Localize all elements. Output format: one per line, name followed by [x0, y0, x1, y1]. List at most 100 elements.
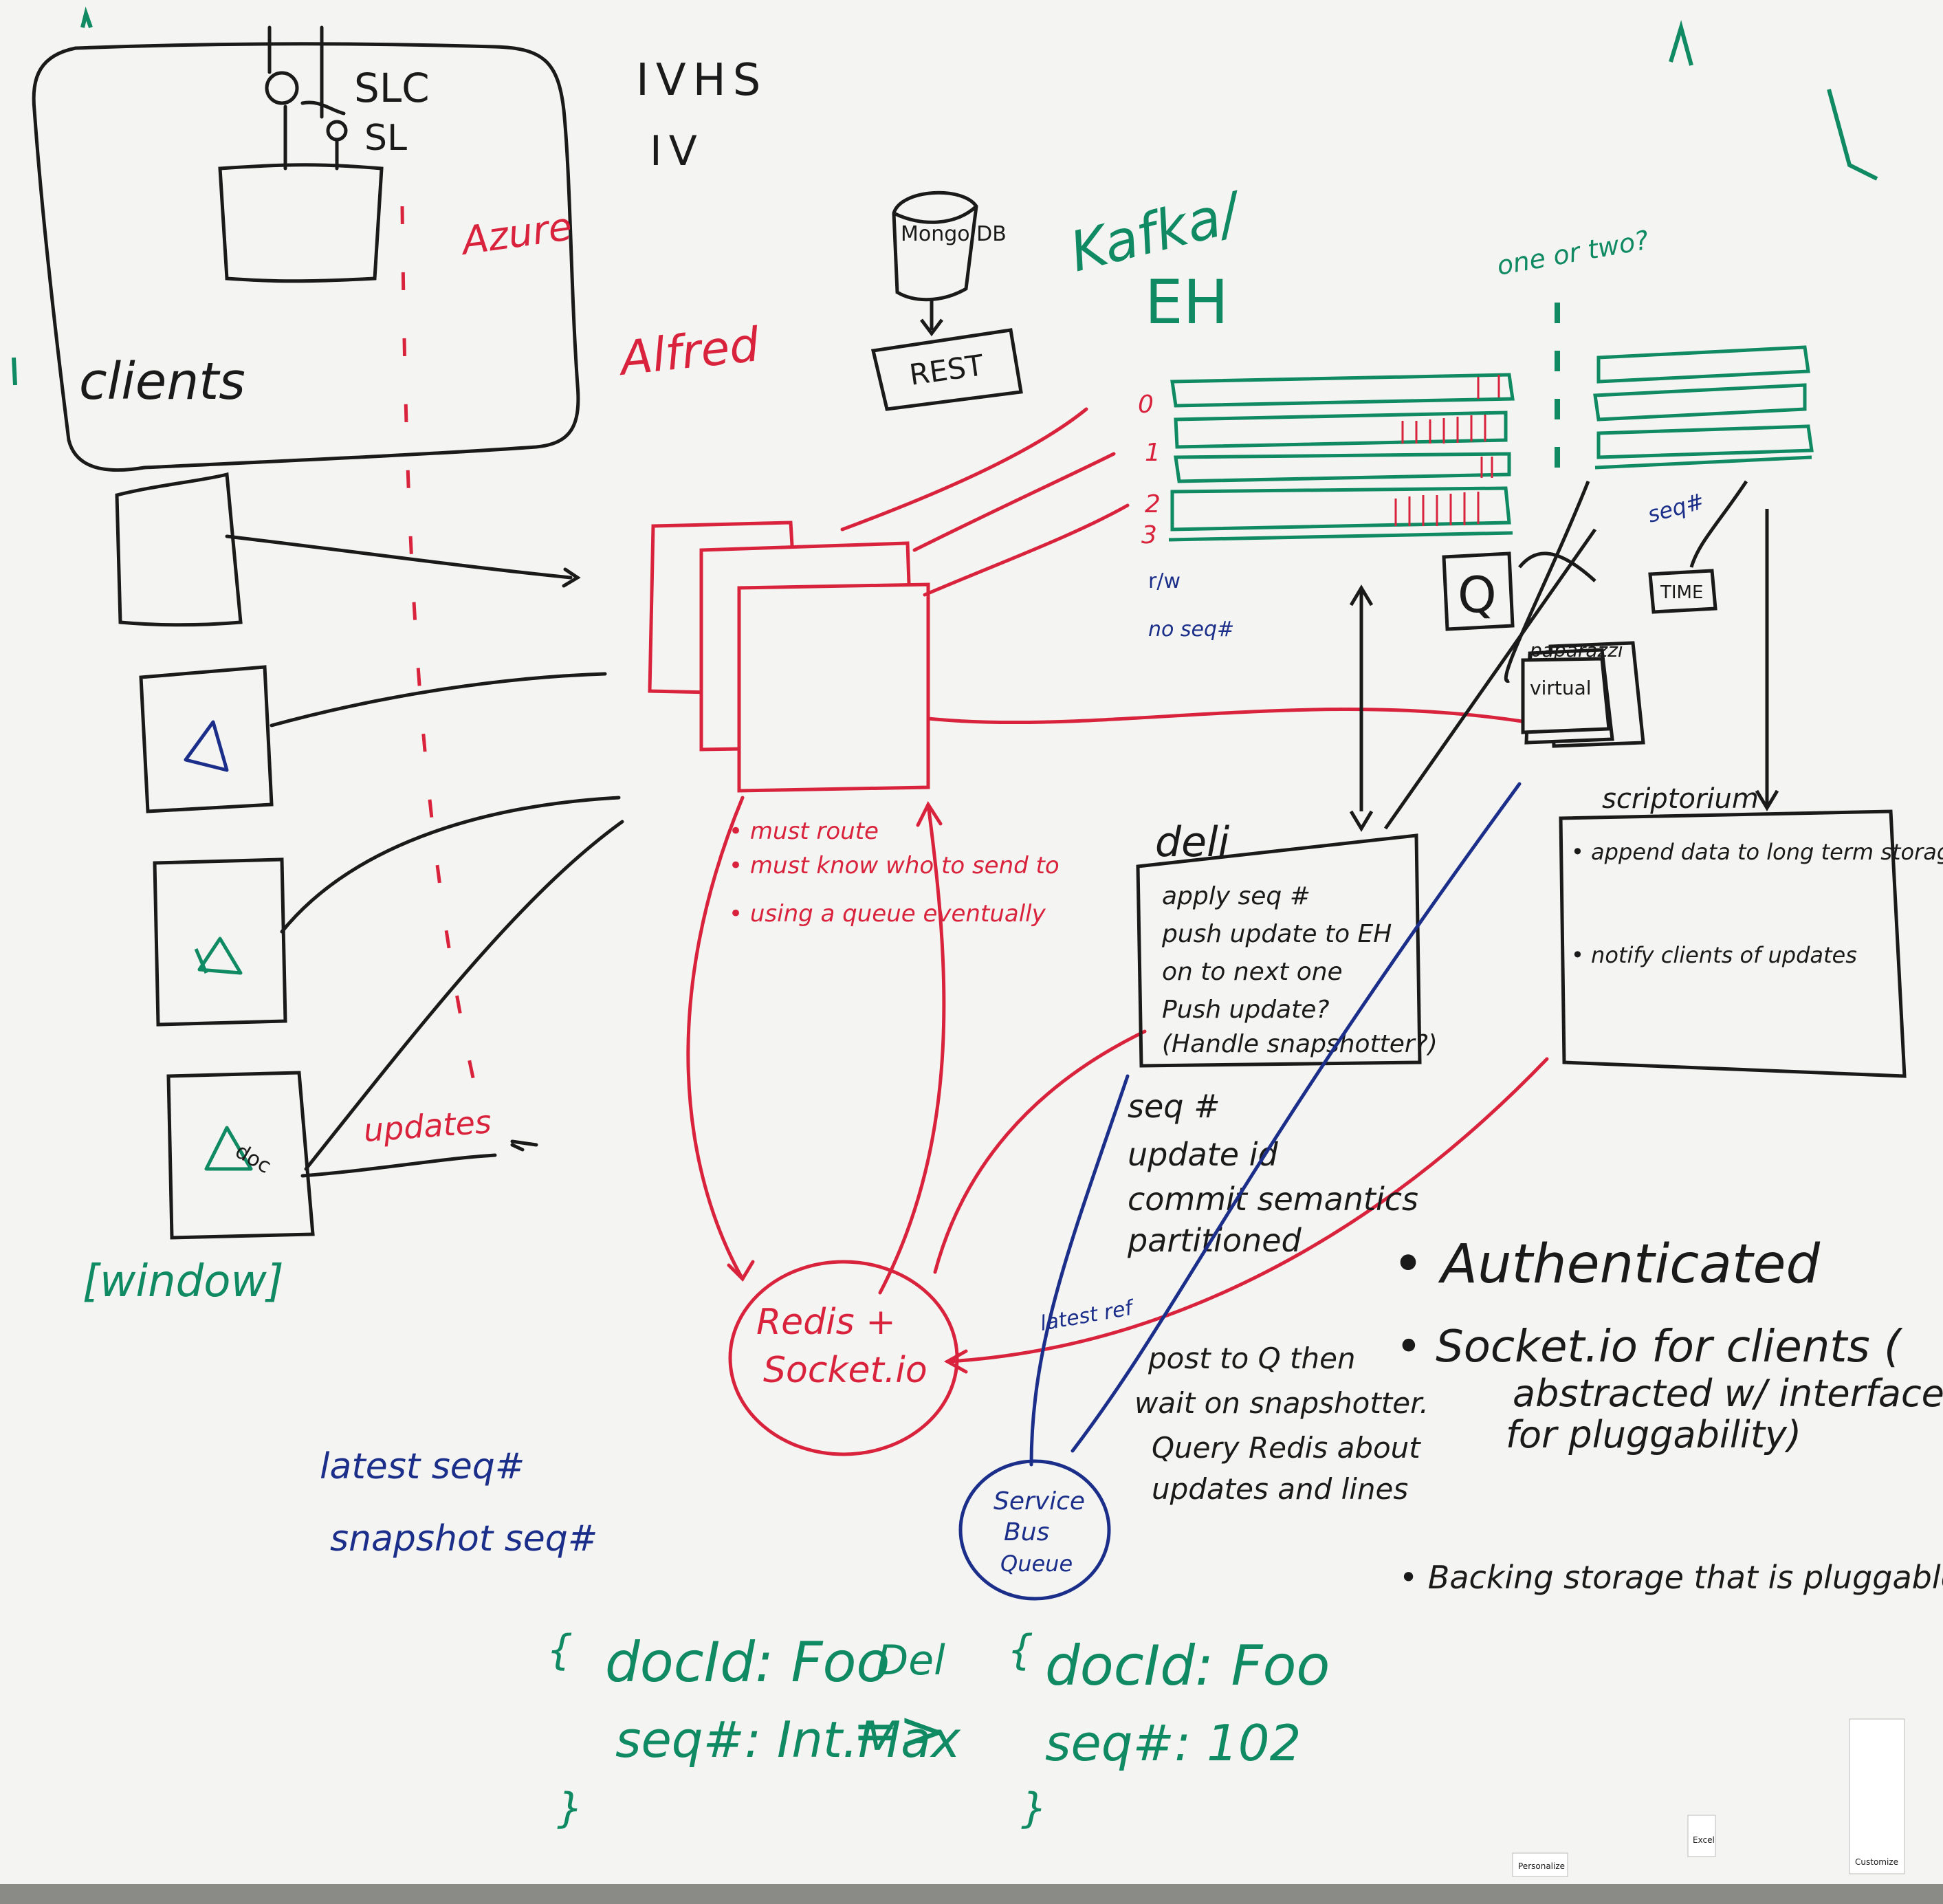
- doc-object-1: { docId: Foo Del seq#: Int.Max => }: [547, 1626, 961, 1832]
- arrowhead-redis: [727, 1260, 755, 1282]
- partition-2: [1174, 452, 1511, 483]
- partition-1: [1174, 411, 1508, 449]
- kafka-offset-marks: [1394, 375, 1500, 526]
- sticky-customize: [1849, 1718, 1905, 1874]
- doc2-open-brace: {: [1007, 1626, 1033, 1674]
- deli-prop-3: commit semantics: [1128, 1181, 1418, 1218]
- alfred-note-1: • must route: [729, 818, 879, 845]
- updates-tick: [510, 1139, 538, 1152]
- clients-label: clients: [79, 352, 245, 411]
- whiteboard-tray: [0, 1884, 1943, 1904]
- alfred-note-3: • using a queue eventually: [729, 900, 1046, 928]
- scriptorium-box: [1559, 809, 1907, 1078]
- user-icon-head: [265, 71, 299, 105]
- deli-notes: apply seq # push update to EH on to next…: [1161, 882, 1438, 1058]
- arrow-q-to-deli: [1383, 528, 1597, 830]
- post-note-2: wait on snapshotter.: [1134, 1386, 1429, 1420]
- paparazzi-label: paparazzi: [1529, 639, 1623, 661]
- latest-seq-note: latest seq#: [320, 1446, 525, 1487]
- deli-prop-1: seq #: [1128, 1088, 1220, 1125]
- client-window: [32, 25, 580, 472]
- q-label: Q: [1458, 566, 1497, 624]
- kafka-partitions: [1168, 373, 1515, 542]
- partition-numbers: 0 1 2 3: [1138, 391, 1161, 549]
- arrow-to-scriptorium: [1755, 509, 1779, 811]
- kafka-note-rw: r/w: [1148, 569, 1181, 593]
- client-box-3: [153, 857, 287, 1027]
- arrow-alfred-to-redis: [686, 796, 745, 1281]
- time-label: TIME: [1660, 582, 1703, 603]
- arrow-client1: [225, 534, 573, 580]
- partition-number-1: 1: [1145, 439, 1161, 467]
- arrow-deli-to-redis: [933, 1029, 1147, 1274]
- post-note-3: Query Redis about: [1152, 1431, 1421, 1465]
- post-note-1: post to Q then: [1148, 1342, 1356, 1375]
- doc1-del: Del: [877, 1637, 945, 1685]
- arrow-client2: [270, 672, 607, 727]
- sticky-personalize-label: Personalize: [1518, 1861, 1565, 1871]
- partition-3: [1170, 486, 1511, 532]
- mongo-label: Mongo DB: [901, 222, 1007, 246]
- arrow-updates: [300, 1153, 497, 1178]
- deli-title: deli: [1155, 818, 1230, 866]
- bullet-authenticated: • Authenticated: [1392, 1234, 1821, 1295]
- service-bus-line2: Bus: [1004, 1518, 1049, 1546]
- arrow-return-client4: [304, 820, 624, 1171]
- inner-box: [218, 163, 384, 283]
- deli-box: [1136, 833, 1422, 1068]
- post-note-4: updates and lines: [1152, 1472, 1408, 1506]
- deli-line-1: apply seq #: [1162, 882, 1310, 910]
- doc1-arrow: =>: [853, 1699, 945, 1763]
- window-label: [window]: [83, 1256, 284, 1307]
- service-bus-line3: Queue: [1000, 1551, 1073, 1577]
- deli-line-2: push update to EH: [1161, 920, 1392, 948]
- bullet-socketio-cont-2: for pluggability): [1506, 1413, 1801, 1456]
- arrow-deli-to-servicebus: [1029, 1074, 1130, 1467]
- mongo-cylinder-top: [892, 205, 978, 224]
- user-icon-lines: [267, 25, 346, 171]
- redis-circle: [728, 1260, 959, 1456]
- partition-number-0: 0: [1138, 391, 1154, 419]
- sticky-customize-label: Customize: [1855, 1857, 1898, 1867]
- arrow-alfred-to-paparazzi: [926, 708, 1528, 725]
- delta-icon-green-2: [204, 1126, 253, 1171]
- deli-line-5: (Handle snapshotter?): [1162, 1030, 1438, 1058]
- mongo-db: [870, 190, 1023, 411]
- mongo-to-rest-arrow: [920, 299, 943, 337]
- rest-box: [870, 328, 1023, 411]
- alfred-note-2: • must know who to send to: [729, 852, 1060, 879]
- client-box-1: [115, 472, 243, 627]
- virtual-label: virtual: [1530, 677, 1592, 699]
- redis-label-line1: Redis +: [756, 1302, 896, 1343]
- delta-icon-green: [194, 937, 243, 975]
- arrowhead-alfred: [916, 800, 943, 827]
- scriptorium-title: scriptorium: [1602, 783, 1759, 815]
- client-box-4: [166, 1071, 315, 1240]
- doc1-line1: docId: Foo: [605, 1630, 890, 1694]
- doc1-close-brace: }: [557, 1784, 583, 1832]
- sticky-excel: [1687, 1815, 1716, 1857]
- deli-props: seq # update id commit semantics partiti…: [1127, 1088, 1418, 1259]
- kafka-partitions-secondary: [1593, 345, 1814, 470]
- arrowhead-scriptorium-redis: [943, 1349, 968, 1374]
- eh-title: EH: [1145, 267, 1229, 338]
- line-to-paparazzi: [1504, 481, 1590, 683]
- alfred-notes: • must route • must know who to send to …: [729, 818, 1060, 928]
- doc2-close-brace: }: [1021, 1784, 1047, 1832]
- arrowhead-client1: [562, 567, 581, 588]
- deli-line-4: Push update?: [1162, 996, 1330, 1024]
- alfred-box-front: [737, 582, 930, 793]
- service-bus-circle: [958, 1459, 1111, 1601]
- doc1-line2: seq#: Int.Max: [615, 1711, 961, 1769]
- sl-label: SL: [364, 118, 407, 159]
- arrow-alfred-to-p0: [840, 407, 1088, 532]
- bullet-socketio-cont-1: abstracted w/ interface: [1513, 1372, 1943, 1415]
- delta-icon-blue: [184, 720, 229, 772]
- client-boxes: [115, 472, 315, 1240]
- service-bus-line1: Service: [994, 1487, 1085, 1515]
- scriptorium-line-1: • append data to long term storage: [1571, 839, 1943, 865]
- client-window-outline: [32, 42, 580, 472]
- post-notes: post to Q then wait on snapshotter. Quer…: [1134, 1342, 1429, 1506]
- arrow-alfred-to-p2: [923, 503, 1130, 597]
